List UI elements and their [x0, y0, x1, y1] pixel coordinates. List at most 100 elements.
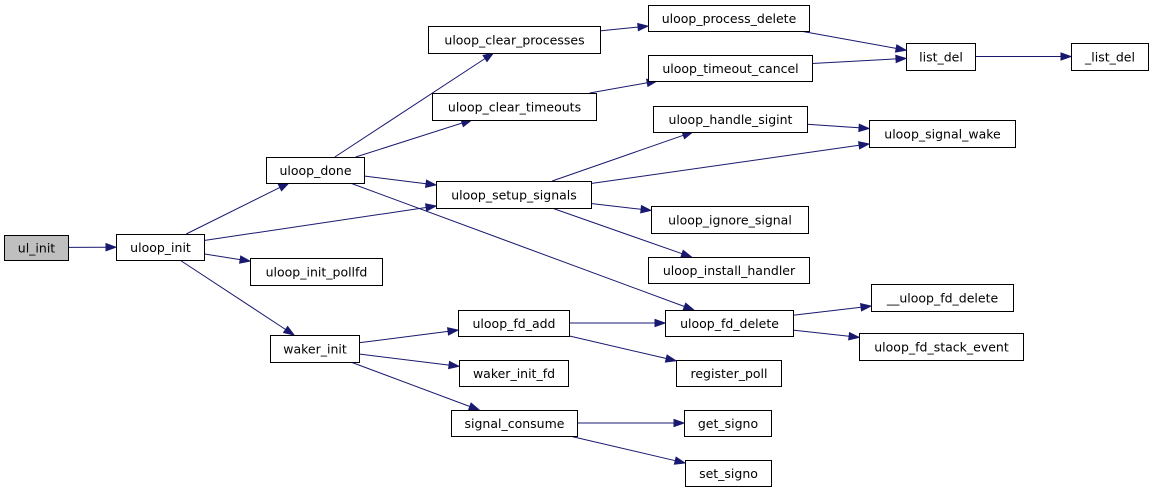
edge-uloop_fd_delete-to-uloop_fd_stack_event [792, 329, 861, 341]
node-waker-init[interactable]: waker_init [270, 335, 360, 363]
node-box[interactable] [432, 93, 597, 121]
node-get-signo[interactable]: get_signo [684, 410, 772, 437]
edge-uloop_clear_timeouts-to-uloop_timeout_cancel [589, 78, 659, 94]
node-uloop-ignore-signal[interactable]: uloop_ignore_signal [651, 206, 809, 234]
node-box[interactable] [270, 335, 360, 363]
edge-line [589, 82, 648, 94]
edge-line [350, 361, 470, 407]
node-box[interactable] [651, 206, 809, 234]
node-uloop-clear-processes[interactable]: uloop_clear_processes [428, 26, 601, 54]
node-label: uloop_done [279, 163, 351, 178]
node-label: register_poll [691, 366, 768, 381]
node-uloop-process-delete[interactable]: uloop_process_delete [648, 5, 810, 32]
node-signal-consume[interactable]: signal_consume [451, 410, 578, 437]
edge-arrowhead [640, 204, 653, 214]
node-label: uloop_init [130, 240, 191, 255]
edge-arrowhead [664, 354, 678, 363]
node-box[interactable] [1071, 43, 1149, 71]
edge-line [806, 123, 860, 129]
node-label: ul_init [18, 241, 56, 256]
node-box[interactable] [648, 257, 810, 284]
node-box[interactable] [684, 410, 772, 437]
node-label: uloop_signal_wake [884, 127, 1001, 142]
edge-line [355, 122, 463, 158]
node-waker-init-fd[interactable]: waker_init_fd [459, 360, 569, 387]
edge-arrowhead [425, 179, 438, 188]
node-box[interactable] [665, 310, 794, 337]
node-uloop-init[interactable]: uloop_init [116, 234, 205, 261]
edge-arrowhead [467, 402, 481, 411]
node-box[interactable] [428, 26, 601, 54]
edge-arrowhead [673, 418, 686, 428]
node-box[interactable] [458, 310, 570, 337]
node-box[interactable] [266, 157, 365, 184]
edge-line [811, 58, 897, 64]
node-uloop-init-pollfd[interactable]: uloop_init_pollfd [250, 258, 383, 286]
node-uloop-signal-wake[interactable]: uloop_signal_wake [869, 120, 1016, 148]
node-uloop-fd-delete[interactable]: uloop_fd_delete [665, 310, 794, 337]
node-list-del[interactable]: _list_del [1071, 43, 1149, 71]
node-box[interactable] [648, 5, 810, 32]
edge-arrowhead [858, 141, 871, 150]
node-box[interactable] [4, 235, 69, 261]
edge-line [358, 330, 449, 344]
node-box[interactable] [653, 106, 808, 133]
node-label: uloop_process_delete [662, 11, 797, 26]
node-box[interactable] [869, 120, 1016, 148]
node-box[interactable] [116, 234, 205, 261]
node-box[interactable] [859, 333, 1024, 361]
node-uloop-fd-stack-event[interactable]: uloop_fd_stack_event [859, 333, 1024, 361]
edge-uloop_setup_signals-to-uloop_ignore_signal [590, 203, 653, 214]
node-box[interactable] [685, 460, 772, 487]
node-uloop-clear-timeouts[interactable]: uloop_clear_timeouts [432, 93, 597, 121]
edge-line [792, 306, 862, 316]
node-label: uloop_init_pollfd [266, 265, 368, 280]
node-box[interactable] [871, 284, 1014, 312]
edges-layer [67, 22, 1073, 465]
edge-line [334, 58, 486, 158]
edge-list_del-to-_list_del [975, 52, 1073, 61]
node-box[interactable] [459, 360, 569, 387]
node-box[interactable] [436, 181, 592, 209]
edge-line [185, 186, 281, 235]
edge-uloop_setup_signals-to-uloop_handle_sigint [552, 131, 695, 182]
edge-waker_init-to-waker_init_fd [358, 353, 461, 370]
edge-line [551, 207, 683, 255]
nodes-layer: ul_init uloop_init uloop_done uloop_init_po… [4, 5, 1149, 487]
node-label: waker_init [283, 342, 347, 357]
node-uloop-install-handler[interactable]: uloop_install_handler [648, 257, 810, 284]
node-uloop-handle-sigint[interactable]: uloop_handle_sigint [653, 106, 808, 133]
node-uloop-fd-add[interactable]: uloop_fd_add [458, 310, 570, 337]
node-label: uloop_fd_add [473, 316, 556, 331]
node-label: get_signo [698, 416, 758, 431]
edge-line [590, 203, 642, 210]
node-list-del[interactable]: list_del [906, 43, 976, 71]
node-uloop-fd-delete[interactable]: __uloop_fd_delete [871, 284, 1014, 312]
edge-line [599, 26, 639, 32]
node-box[interactable] [648, 55, 813, 82]
edge-line [350, 182, 685, 307]
edge-line [179, 259, 286, 330]
edge-arrowhead [848, 331, 861, 341]
node-box[interactable] [676, 360, 782, 387]
node-box[interactable] [906, 43, 976, 71]
edge-line [552, 134, 684, 182]
edge-uloop_done-to-uloop_clear_processes [334, 52, 495, 158]
edge-uloop_process_delete-to-list_del [800, 30, 908, 53]
node-ul-init[interactable]: ul_init [4, 235, 69, 261]
edge-line [792, 329, 850, 337]
node-uloop-setup-signals[interactable]: uloop_setup_signals [436, 181, 592, 209]
node-label: set_signo [699, 466, 758, 481]
edge-uloop_init-to-uloop_init_pollfd [203, 253, 252, 264]
edge-arrowhead [1060, 52, 1073, 61]
node-uloop-timeout-cancel[interactable]: uloop_timeout_cancel [648, 55, 813, 82]
node-label: waker_init_fd [473, 366, 555, 381]
edge-uloop_done-to-uloop_fd_delete [350, 182, 696, 311]
node-box[interactable] [451, 410, 578, 437]
node-box[interactable] [250, 258, 383, 286]
edge-uloop_clear_processes-to-uloop_process_delete [599, 22, 650, 32]
edge-uloop_init-to-waker_init [179, 259, 296, 336]
node-uloop-done[interactable]: uloop_done [266, 157, 365, 184]
node-register-poll[interactable]: register_poll [676, 360, 782, 387]
node-set-signo[interactable]: set_signo [685, 460, 772, 487]
